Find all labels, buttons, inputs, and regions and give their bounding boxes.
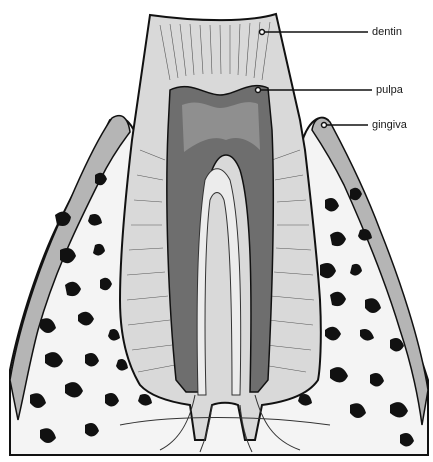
dentin-label: dentin bbox=[372, 26, 402, 38]
tooth-crown-root bbox=[120, 14, 321, 440]
gingiva-pointer-dot bbox=[322, 123, 327, 128]
dentin-pointer-dot bbox=[260, 30, 265, 35]
pulpa-pointer-dot bbox=[256, 88, 261, 93]
pulpa-label: pulpa bbox=[376, 84, 403, 96]
gingiva-label: gingiva bbox=[372, 119, 407, 131]
